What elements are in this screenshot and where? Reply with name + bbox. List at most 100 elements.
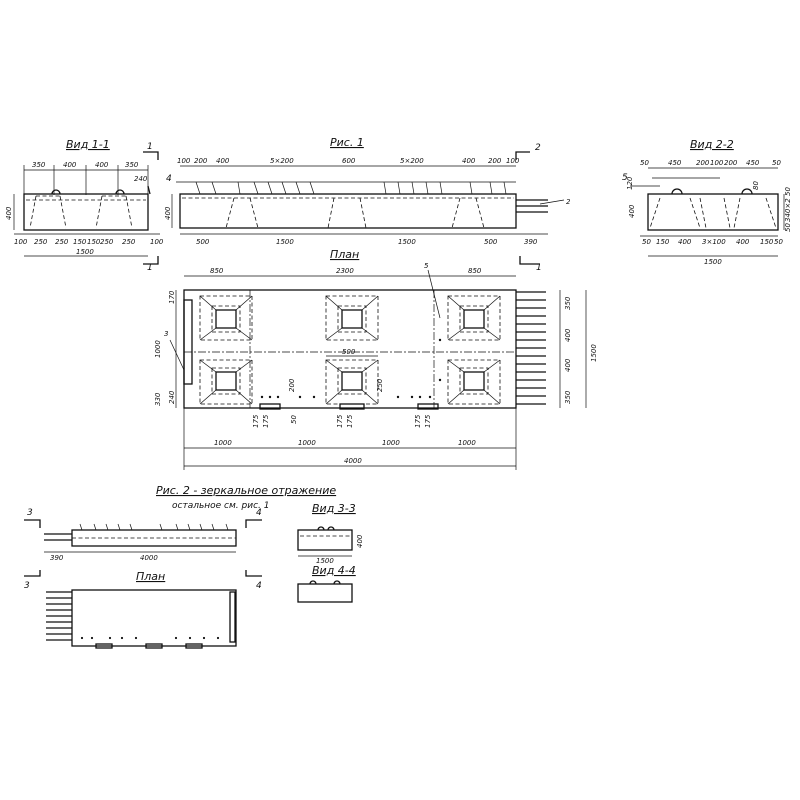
dim-350-right: 350 (125, 161, 139, 169)
plan-dim-r350-a: 350 (564, 296, 572, 310)
v22-dim-450-a: 450 (668, 159, 682, 167)
v22-dim-80: 80 (752, 181, 760, 190)
fig2-mark-3-bottom: 3 (24, 581, 30, 591)
v22-b-400-b: 400 (736, 238, 750, 246)
ris1-dim-5x200-b: 5×200 (400, 157, 424, 165)
section-mark-1-top: 1 (147, 142, 153, 152)
plan-dim-200: 200 (288, 378, 296, 392)
dim-1500: 1500 (76, 248, 94, 256)
main-plan-title: План (330, 248, 359, 261)
dim-b250-a: 250 (34, 238, 48, 246)
v22-dim-r50-b: 50 (784, 223, 792, 232)
figure-1-title: Рис. 1 (330, 136, 364, 149)
section-mark-1-right: 1 (536, 263, 542, 273)
ris1-dim-400-a: 400 (216, 157, 230, 165)
v22-b-50-b: 50 (774, 238, 783, 246)
section-mark-2-top: 2 (535, 143, 541, 153)
fig2-dim-4000: 4000 (140, 554, 158, 562)
view-1-1-title: Вид 1-1 (66, 138, 110, 151)
plan-dim-240: 240 (168, 390, 176, 404)
plan-dim-175-a: 175 (252, 414, 260, 428)
fig2-mark-3-top: 3 (27, 508, 33, 518)
plan-dim-50: 50 (290, 415, 298, 424)
ris1-dim-100-a: 100 (177, 157, 191, 165)
plan-dim-500: 500 (342, 348, 356, 356)
mark-2-right: 2 (566, 198, 571, 206)
fig2-mark-4-top: 4 (256, 508, 262, 518)
v22-dim-1500: 1500 (704, 258, 722, 266)
v22-dim-100: 100 (710, 159, 724, 167)
ris1-dim-400-b: 400 (462, 157, 476, 165)
plan-dim-b1000-b: 1000 (298, 439, 316, 447)
dim-350-left: 350 (32, 161, 46, 169)
mark-5: 5 (622, 173, 628, 183)
plan-dim-r400-a: 400 (564, 328, 572, 342)
v22-dim-r50-a: 50 (784, 187, 792, 196)
v22-dim-200-a: 200 (696, 159, 710, 167)
plan-dim-1000: 1000 (154, 340, 162, 358)
plan-dim-b1000-d: 1000 (458, 439, 476, 447)
ris1-dim-200-b: 200 (488, 157, 502, 165)
view-4-4: Вид 4-4 (297, 564, 356, 603)
v22-dim-200-b: 200 (724, 159, 738, 167)
dim-b100-a: 100 (14, 238, 28, 246)
plan-mark-3: 3 (164, 330, 168, 338)
plan-dim-r400-b: 400 (564, 358, 572, 372)
plan-dim-850-a: 850 (210, 267, 224, 275)
figure-2-title-line1: Рис. 2 - зеркальное отражение (156, 484, 336, 497)
v22-b-150-b: 150 (760, 238, 774, 246)
v22-dim-340x2: 340×2 (784, 198, 792, 222)
plan-dim-b1000-c: 1000 (382, 439, 400, 447)
dim-b100-b: 100 (150, 238, 164, 246)
v22-dim-50-b: 50 (772, 159, 781, 167)
plan-dim-175-e: 175 (414, 414, 422, 428)
view-1-1: Вид 1-1 350 400 400 350 240 400 100 250 … (5, 138, 164, 257)
fig2-dim-390: 390 (50, 554, 64, 562)
dim-b250-c: 250 (100, 238, 114, 246)
ris1-dim-1500-a: 1500 (276, 238, 294, 246)
plan-dim-2300: 2300 (336, 267, 354, 275)
plan-dim-r1500: 1500 (590, 344, 598, 362)
plan-dim-175-b: 175 (262, 414, 270, 428)
ris1-dim-600: 600 (342, 157, 356, 165)
v22-b-50-a: 50 (642, 238, 651, 246)
dim-400-a: 400 (63, 161, 77, 169)
main-plan: План 1 1 850 2300 850 5 3 (143, 248, 598, 470)
plan-dim-r350-b: 350 (564, 390, 572, 404)
v22-dim-400: 400 (628, 204, 636, 218)
dim-b150-b: 150 (87, 238, 101, 246)
dim-b250-b: 250 (55, 238, 69, 246)
v22-dim-50-a: 50 (640, 159, 649, 167)
ris1-dim-1500-b: 1500 (398, 238, 416, 246)
v22-dim-120: 120 (626, 176, 634, 190)
v22-dim-450-b: 450 (746, 159, 760, 167)
v33-dim-1500: 1500 (316, 557, 334, 565)
fig2-mark-4-bottom: 4 (256, 581, 262, 591)
dim-400-height: 400 (5, 206, 13, 220)
dim-400-b: 400 (95, 161, 109, 169)
plan-mark-5: 5 (424, 262, 429, 270)
view-2-2: Вид 2-2 50 450 200 100 200 450 50 5 120 … (622, 138, 792, 266)
dim-240: 240 (134, 175, 148, 183)
ris1-dim-500-b: 500 (484, 238, 498, 246)
ris1-dim-100-b: 100 (506, 157, 520, 165)
plan-dim-4000: 4000 (344, 457, 362, 465)
plan-dim-850-b: 850 (468, 267, 482, 275)
view-3-3: Вид 3-3 1500 400 (297, 502, 364, 565)
v22-b-3x100: 3×100 (702, 238, 726, 246)
ris1-dim-500-a: 500 (196, 238, 210, 246)
view-4-4-title: Вид 4-4 (312, 564, 356, 577)
dim-b250-d: 250 (122, 238, 136, 246)
v33-dim-400: 400 (356, 534, 364, 548)
figure-2-title-line2: остальное см. рис. 1 (172, 501, 269, 511)
plan-dim-250: 250 (376, 378, 384, 392)
dim-b150-a: 150 (73, 238, 87, 246)
ris1-dim-200-a: 200 (194, 157, 208, 165)
v22-b-150-a: 150 (656, 238, 670, 246)
mark-4-ris1: 4 (166, 174, 172, 184)
ris1-dim-5x200-a: 5×200 (270, 157, 294, 165)
plan-dim-175-c: 175 (336, 414, 344, 428)
ris1-dim-400-height: 400 (164, 206, 172, 220)
figure-1: Рис. 1 1 2 100 200 400 5×200 600 5×200 4… (143, 136, 571, 246)
